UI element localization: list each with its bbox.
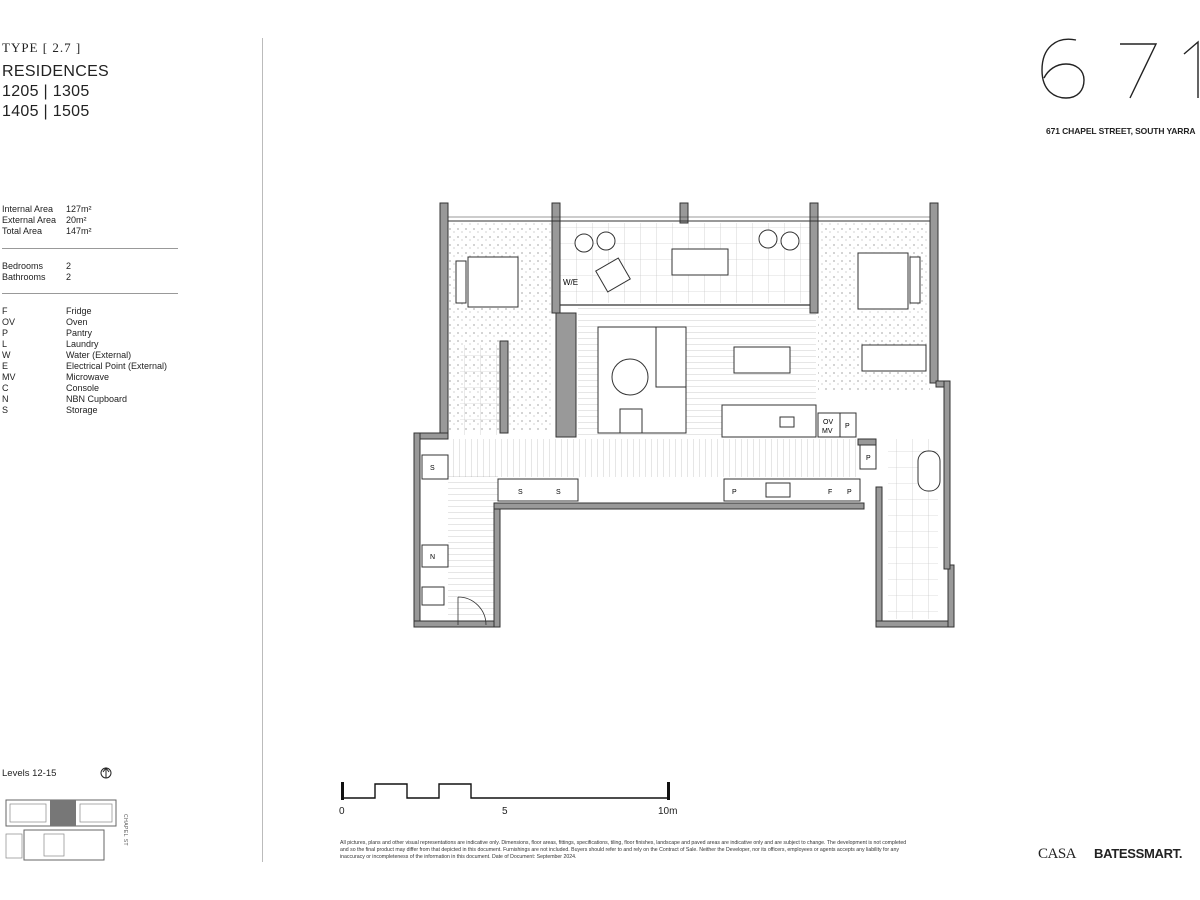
keyplan-street-label: CHAPEL ST xyxy=(122,814,128,847)
pantry-label: P xyxy=(866,455,871,462)
pantry-cabinet xyxy=(859,444,877,470)
island-sink xyxy=(779,416,795,428)
address-text: 671 CHAPEL STREET, SOUTH YARRA xyxy=(1046,126,1196,136)
units-line-2: 1405 | 1505 xyxy=(2,103,90,120)
bed-2-headboard xyxy=(909,256,921,304)
casa-logo: CASA xyxy=(1038,846,1077,862)
batessmart-logo: BATESSMART. xyxy=(1094,846,1183,861)
mv-label: MV xyxy=(822,428,833,435)
scale-bar xyxy=(341,782,670,800)
entry-door-swing xyxy=(457,596,487,626)
scale-label-mid: 5 xyxy=(502,806,508,817)
logo-671 xyxy=(1041,38,1199,99)
ov-label: OV xyxy=(823,419,833,426)
levels-label: Levels 12-15 xyxy=(2,768,57,779)
storage-label: S xyxy=(556,489,561,496)
nbn-label: N xyxy=(430,554,435,561)
balcony-chair xyxy=(574,233,594,253)
kitchen-bench xyxy=(723,478,861,502)
residences-title: RESIDENCES xyxy=(2,63,110,80)
vertical-divider xyxy=(262,38,263,862)
bed-2 xyxy=(857,252,909,310)
kitchen-island xyxy=(721,404,817,438)
we-label: W/E xyxy=(563,278,578,287)
pantry-label: P xyxy=(847,489,852,496)
bed-2-robe xyxy=(861,344,927,372)
entry-storage xyxy=(421,454,449,480)
info-sidebar: TYPE [ 2.7 ] RESIDENCES 1205 | 1305 1405… xyxy=(0,0,262,900)
scale-label-end: 10m xyxy=(658,806,678,817)
coffee-table xyxy=(611,358,649,396)
balcony-chair xyxy=(780,231,800,251)
units-line-1: 1205 | 1305 xyxy=(2,83,90,100)
walls xyxy=(413,202,955,628)
floor-plan: W/E OV MV P S S P F P P S N xyxy=(413,202,955,628)
north-arrow-icon xyxy=(100,767,112,779)
dining-table xyxy=(733,346,791,374)
disclaimer-text: All pictures, plans and other visual rep… xyxy=(340,840,907,860)
balcony-chair xyxy=(596,231,616,251)
fridge-label: F xyxy=(828,489,832,496)
bed-1-headboard xyxy=(455,260,467,304)
nbn-cupboard xyxy=(421,544,449,568)
laundry-tub xyxy=(421,586,445,606)
storage-label: S xyxy=(430,465,435,472)
bed-1 xyxy=(467,256,519,308)
armchair xyxy=(619,408,643,434)
sofa xyxy=(655,326,687,388)
balcony-chair xyxy=(758,229,778,249)
pantry-label: P xyxy=(732,489,737,496)
bathtub xyxy=(917,450,941,492)
pantry-cabinet xyxy=(839,412,857,438)
storage-label: S xyxy=(518,489,523,496)
cooktop xyxy=(765,482,791,498)
storage-bench xyxy=(497,478,579,502)
divider-line xyxy=(2,248,178,249)
corridor-floor xyxy=(448,439,858,477)
scale-label-start: 0 xyxy=(339,806,345,817)
key-plan-diagram xyxy=(5,799,117,861)
type-label: TYPE [ 2.7 ] xyxy=(2,40,82,55)
entry-floor xyxy=(448,475,498,623)
residences-title-block: RESIDENCES 1205 | 1305 1405 | 1505 xyxy=(2,62,109,122)
divider-line xyxy=(2,293,178,294)
balcony-lounge-chair xyxy=(595,257,631,293)
balcony-table xyxy=(671,248,729,276)
pantry-label: P xyxy=(845,423,850,430)
